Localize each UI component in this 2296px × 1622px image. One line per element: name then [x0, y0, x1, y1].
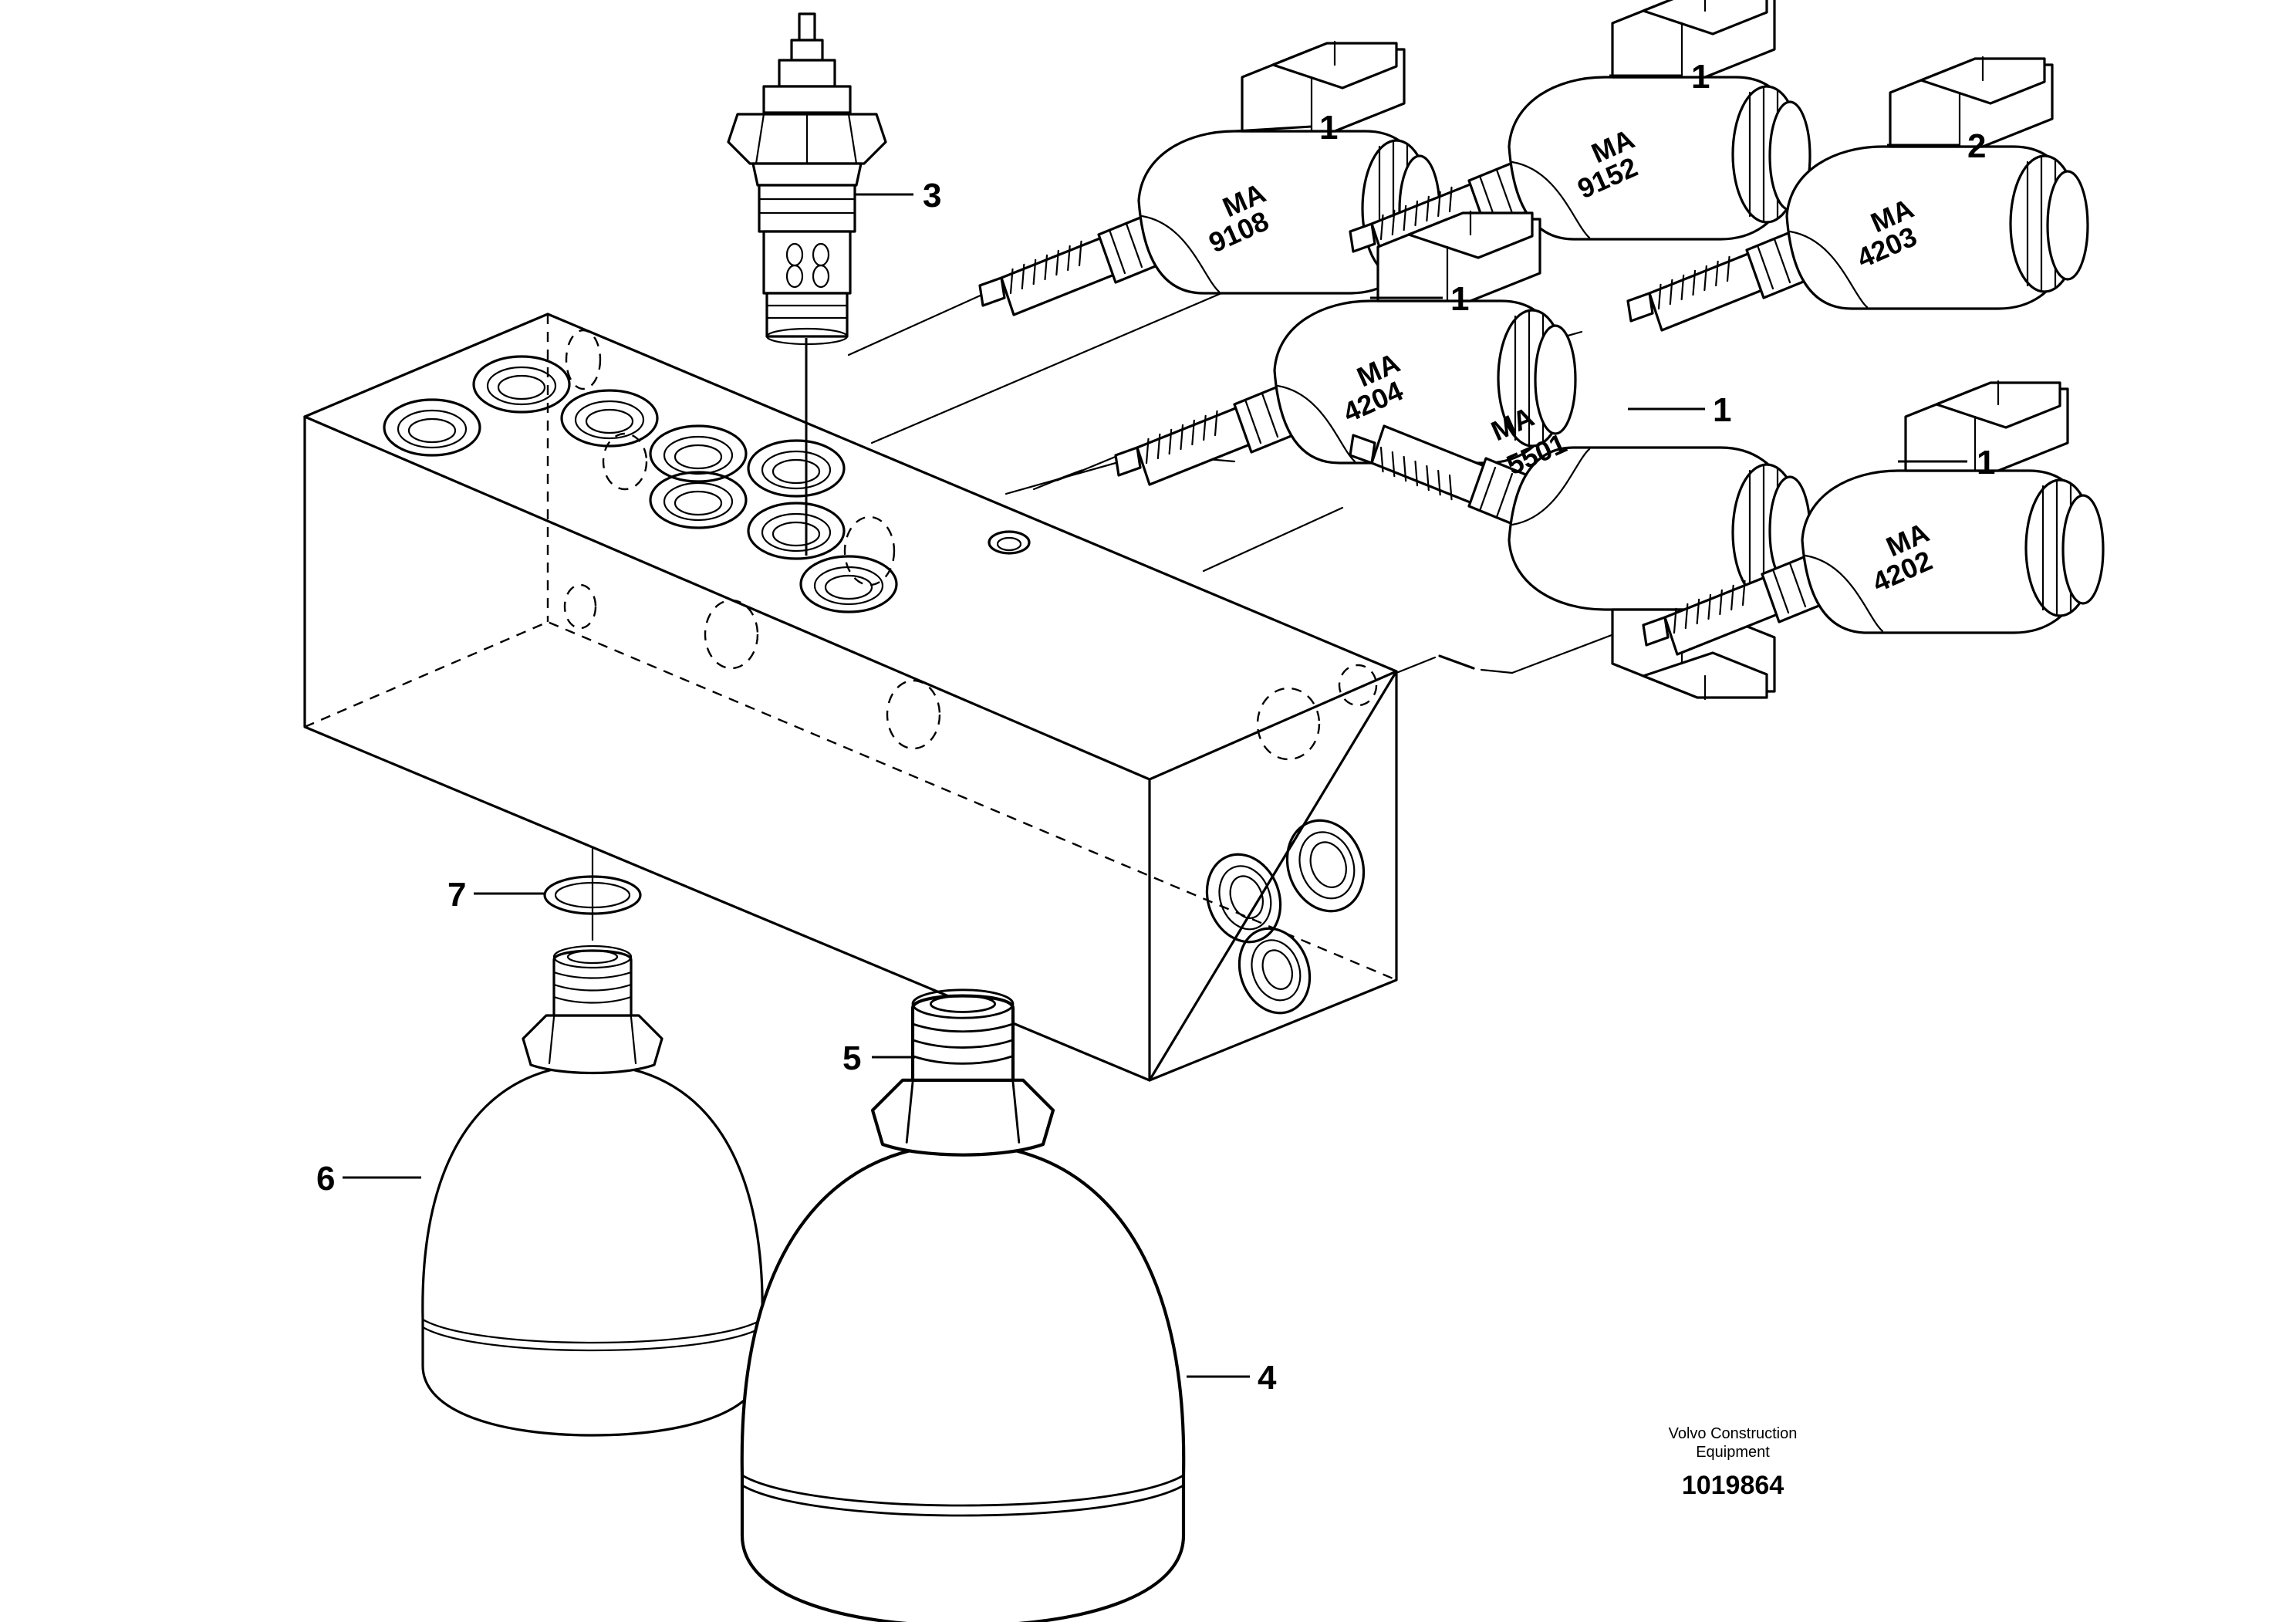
- solenoid-valve-ma5501: MA 5501: [1350, 400, 1810, 699]
- publisher-line2: Equipment: [1696, 1444, 1770, 1461]
- solenoid-valve-ma4204: MA 4204: [1116, 211, 1575, 485]
- callout-1-ma9108: 1: [1319, 109, 1338, 147]
- callout-1-ma5501: 1: [1713, 391, 1731, 429]
- callout-7-o-ring: 7: [447, 876, 466, 914]
- drawing-number: 1019864: [1682, 1471, 1784, 1500]
- publisher-line1: Volvo Construction: [1669, 1425, 1798, 1442]
- solenoid-valve-ma9152: MA 9152: [1350, 0, 1810, 261]
- callout-2-ma4203: 2: [1967, 127, 1986, 165]
- drawing-credit: Volvo Construction Equipment 1019864: [1669, 1425, 1798, 1500]
- callout-5-o-ring: 5: [842, 1039, 861, 1077]
- callout-6-small-accumulator: 6: [316, 1160, 335, 1198]
- solenoid-valve-ma9108: MA 9108: [980, 42, 1440, 315]
- accumulator-small: [421, 944, 764, 1437]
- relief-cartridge-valve: [727, 12, 887, 346]
- callout-3-cartridge: 3: [923, 177, 941, 215]
- callout-numbers: 1 1 1 1 1 2 3 4 5 6 7: [316, 58, 1995, 1397]
- accumulator-large: [742, 990, 1183, 1622]
- callout-1-ma4202: 1: [1977, 444, 1995, 482]
- callout-1-ma4204: 1: [1450, 280, 1469, 318]
- solenoid-valve-ma4203: MA 4203: [1628, 57, 2088, 330]
- callout-4-large-accumulator: 4: [1258, 1359, 1277, 1397]
- o-ring-7: [543, 875, 642, 915]
- valve-block: [303, 313, 1398, 1082]
- callout-1-ma9152: 1: [1691, 58, 1710, 96]
- callout-leaders: [343, 74, 1967, 1378]
- solenoid-valve-ma4202: MA 4202: [1643, 381, 2103, 654]
